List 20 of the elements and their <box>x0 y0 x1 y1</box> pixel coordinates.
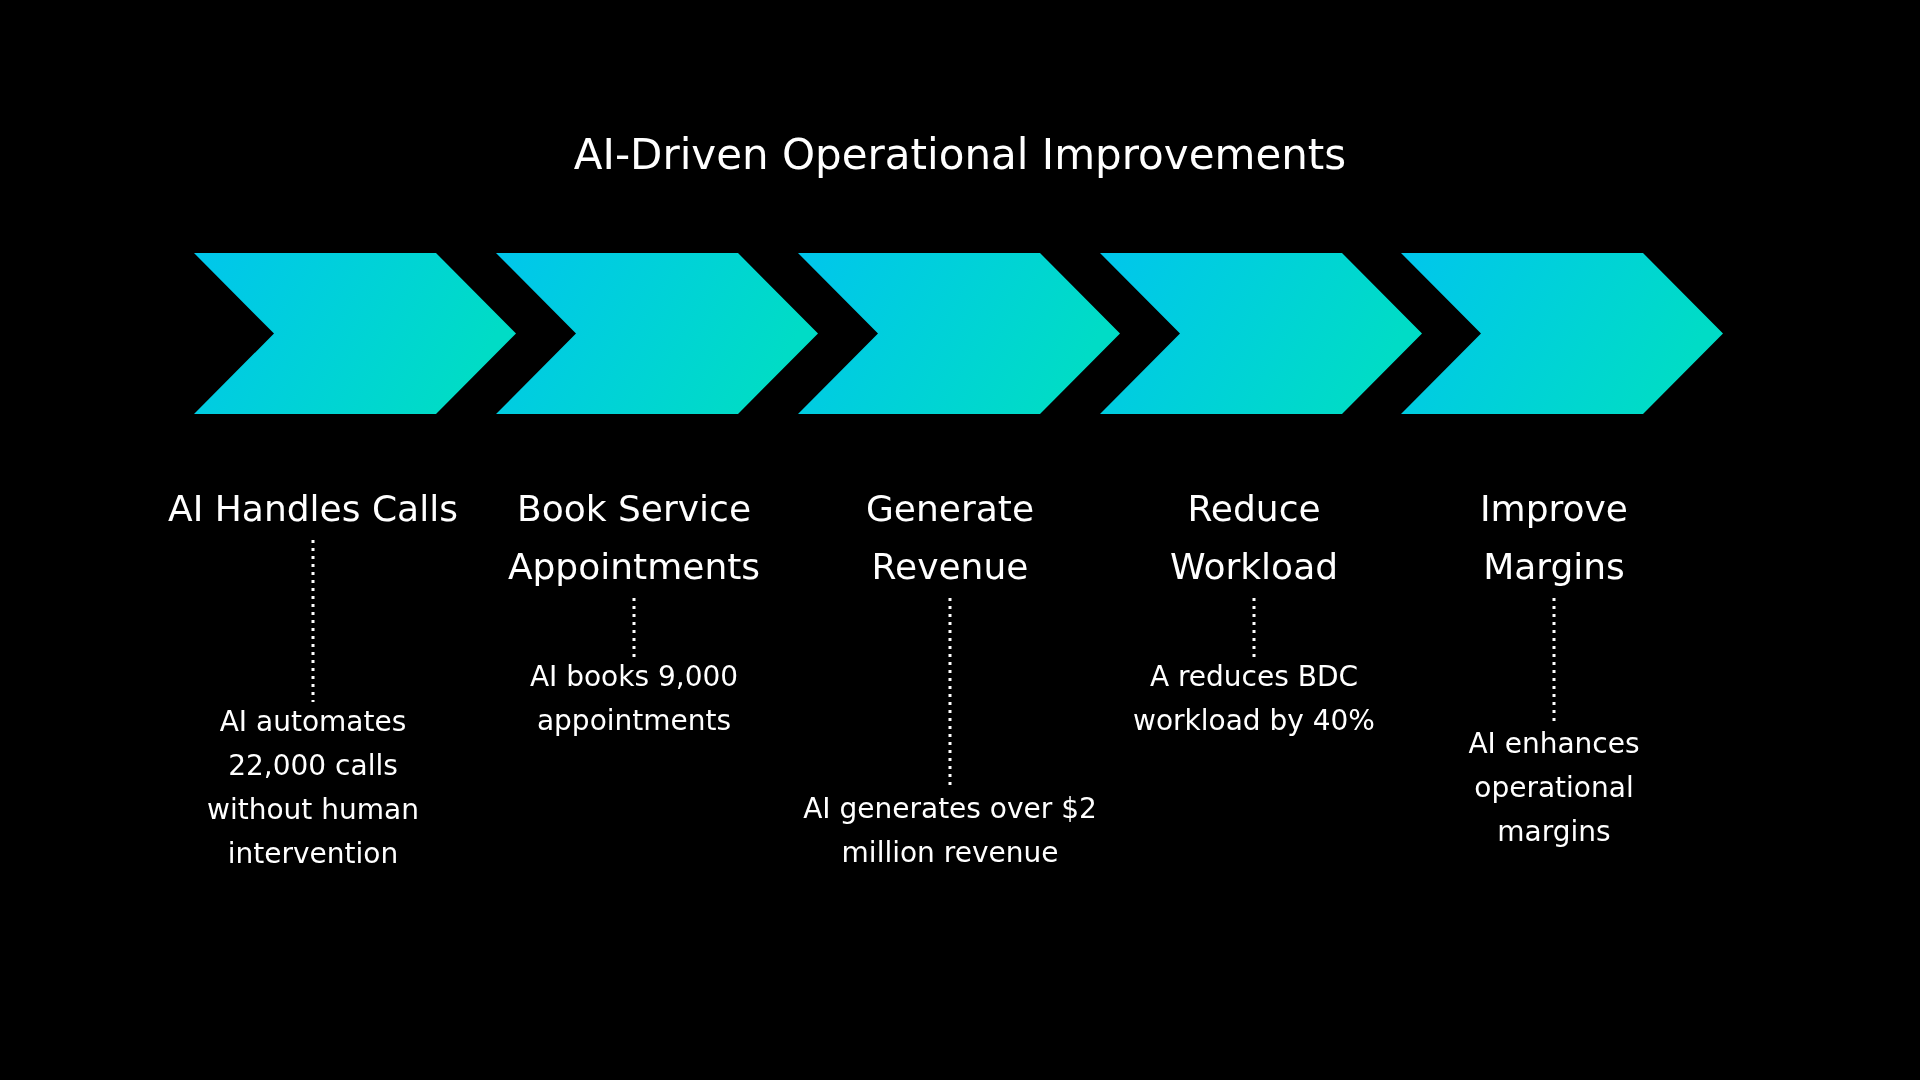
dotted-connector <box>632 598 636 657</box>
chevron-arrow-shape <box>798 253 1120 414</box>
step-description: AI automates 22,000 calls without human intervention <box>188 700 438 876</box>
step-description: A reduces BDC workload by 40% <box>1104 655 1404 743</box>
step-description: AI generates over $2 million revenue <box>790 787 1110 875</box>
dotted-connector <box>311 540 315 702</box>
dotted-connector <box>1552 598 1556 724</box>
dotted-connector <box>1252 598 1256 657</box>
diagram-title: AI-Driven Operational Improvements <box>572 130 1348 179</box>
step-heading: Generate Revenue <box>805 480 1095 596</box>
chevron-arrow-shape <box>496 253 818 414</box>
step-heading: Reduce Workload <box>1109 480 1399 596</box>
step-heading: Book Service Appointments <box>484 480 784 596</box>
step-heading: Improve Margins <box>1409 480 1699 596</box>
step-description: AI enhances operational margins <box>1449 722 1659 854</box>
step-description: AI books 9,000 appointments <box>504 655 764 743</box>
step-heading: AI Handles Calls <box>168 480 458 538</box>
chevron-arrow-shape <box>1100 253 1422 414</box>
chevron-arrow-shape <box>194 253 516 414</box>
chevron-arrow-shape <box>1401 253 1723 414</box>
